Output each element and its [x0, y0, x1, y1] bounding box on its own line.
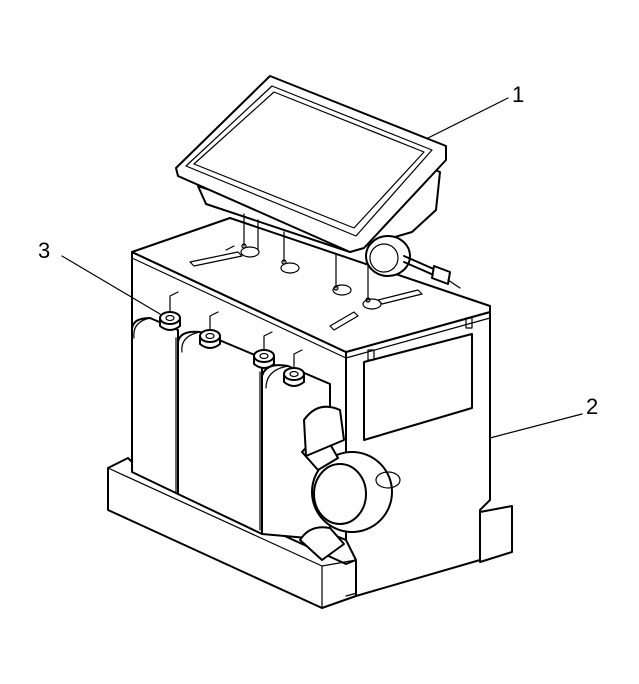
leader-line-2 [489, 413, 583, 439]
nut [199, 311, 221, 349]
leader-line-3 [61, 255, 161, 315]
battery-lid [175, 75, 461, 303]
callout-2: 2 [586, 394, 598, 419]
housing-tab [465, 317, 473, 329]
nut [159, 291, 181, 331]
leader-line-1 [427, 97, 509, 139]
housing-tab [367, 349, 375, 361]
nut [283, 349, 305, 387]
nut [253, 331, 275, 369]
battery-cells [131, 317, 401, 561]
callout-1: 1 [512, 82, 524, 107]
top-slots [189, 245, 423, 331]
callout-3: 3 [38, 238, 50, 263]
terminal-nuts [159, 291, 305, 387]
leader-lines [61, 97, 583, 439]
